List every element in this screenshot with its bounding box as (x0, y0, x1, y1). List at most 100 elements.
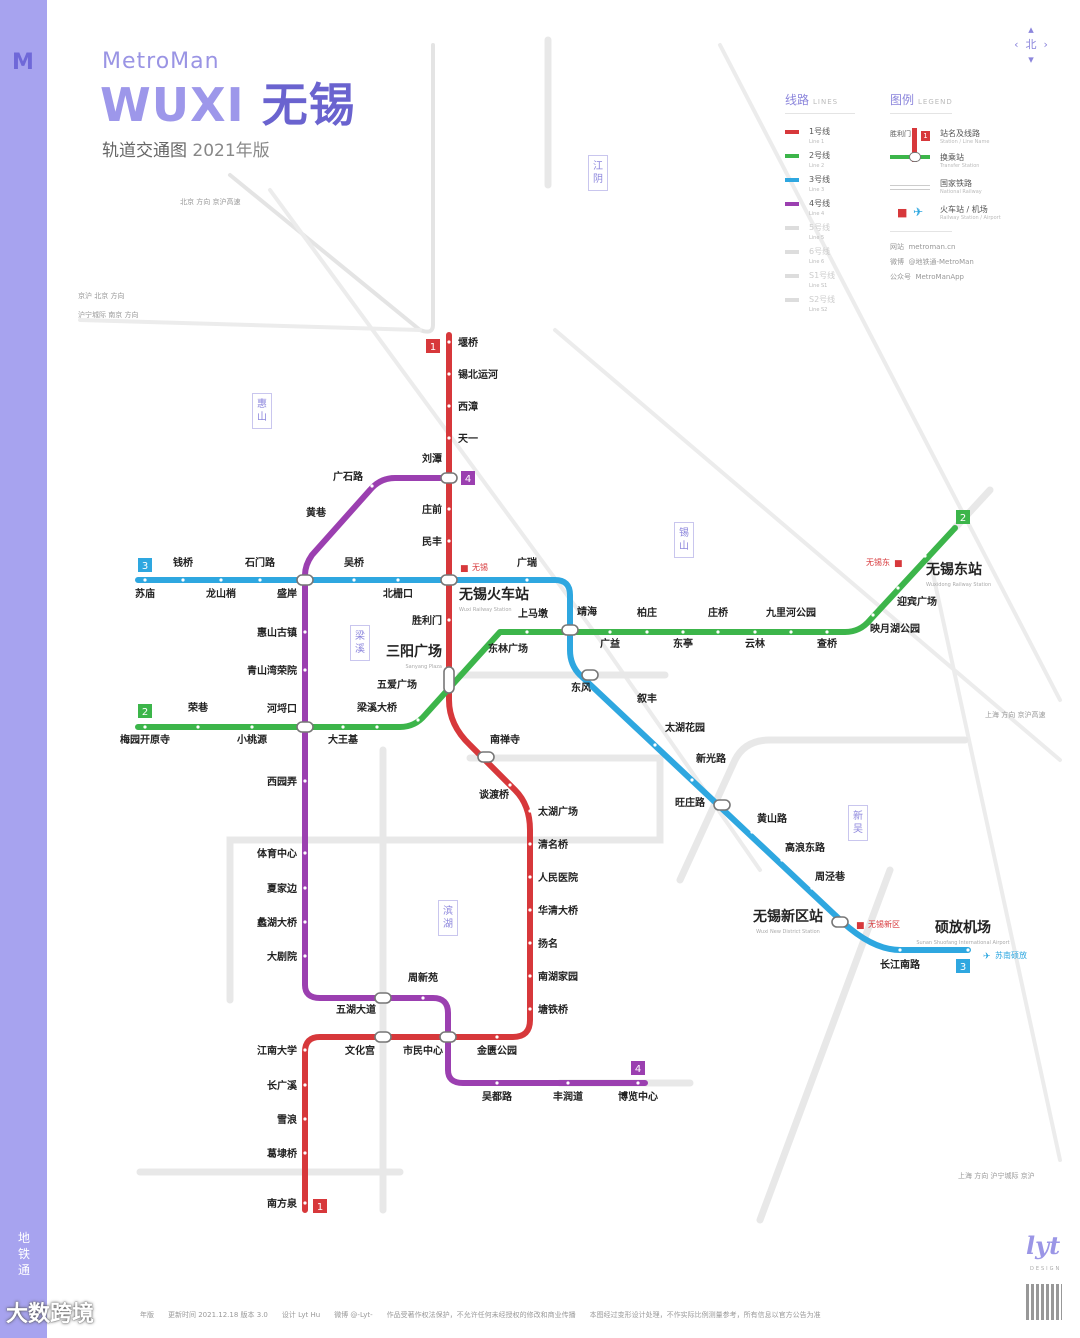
station-label[interactable]: 钱桥 (173, 556, 194, 569)
station-marker[interactable] (623, 708, 627, 712)
station-marker[interactable] (143, 725, 147, 729)
station-label[interactable]: 黄巷 (306, 506, 327, 519)
station-label[interactable]: 夏家边 (266, 882, 298, 895)
station-marker[interactable] (966, 948, 970, 952)
station-label[interactable]: 五湖大道 (336, 1003, 376, 1016)
station-marker[interactable] (753, 630, 757, 634)
station-label[interactable]: 周泾巷 (815, 870, 846, 883)
station-marker[interactable] (525, 630, 529, 634)
station-label[interactable]: 南禅寺 (490, 733, 520, 746)
station-label[interactable]: 文化宫 (345, 1044, 375, 1057)
station-label[interactable]: 江南大学 (257, 1044, 297, 1057)
station-label[interactable]: 蠡湖大桥 (257, 916, 298, 929)
interchange-marker[interactable] (439, 1031, 457, 1043)
station-label[interactable]: 周新苑 (408, 971, 438, 984)
station-label[interactable]: 大王基 (328, 733, 359, 746)
station-marker[interactable] (303, 630, 307, 634)
station-marker[interactable] (898, 948, 902, 952)
station-marker[interactable] (303, 779, 307, 783)
station-marker[interactable] (303, 1151, 307, 1155)
station-marker[interactable] (653, 743, 657, 747)
station-label[interactable]: 广石路 (333, 470, 364, 483)
station-label[interactable]: 广益 (600, 637, 620, 650)
station-marker[interactable] (421, 996, 425, 1000)
station-marker[interactable] (303, 851, 307, 855)
station-label[interactable]: 龙山梢 (205, 587, 236, 600)
station-marker[interactable] (690, 778, 694, 782)
interchange-marker[interactable] (440, 472, 458, 484)
station-label[interactable]: 云林 (745, 637, 766, 650)
station-marker[interactable] (416, 718, 420, 722)
station-label[interactable]: 大剧院 (267, 950, 297, 963)
station-label[interactable]: 广瑞 (517, 556, 537, 569)
station-label[interactable]: 无锡新区站 (752, 908, 823, 925)
interchange-marker[interactable] (443, 666, 455, 694)
station-label[interactable]: 南方泉 (267, 1197, 298, 1210)
station-marker[interactable] (810, 886, 814, 890)
station-label[interactable]: 吴都路 (482, 1090, 513, 1103)
interchange-marker[interactable] (477, 751, 495, 763)
station-label[interactable]: 雪浪 (277, 1113, 297, 1126)
weibo-link[interactable]: 微博 @地铁通-MetroMan (890, 258, 974, 266)
station-label[interactable]: 庄前 (422, 503, 442, 516)
station-marker[interactable] (303, 920, 307, 924)
interchange-marker[interactable] (561, 624, 579, 636)
station-marker[interactable] (716, 630, 720, 634)
station-label[interactable]: 荣巷 (187, 701, 209, 714)
station-marker[interactable] (181, 578, 185, 582)
station-label[interactable]: 苏庙 (135, 587, 155, 600)
station-marker[interactable] (447, 618, 451, 622)
station-marker[interactable] (303, 1201, 307, 1205)
wechat-link[interactable]: 公众号 MetroManApp (890, 273, 964, 281)
station-label[interactable]: 黄山路 (757, 812, 788, 825)
qr-code[interactable] (1026, 1284, 1062, 1320)
station-marker[interactable] (447, 404, 451, 408)
station-label[interactable]: 西漳 (458, 400, 478, 413)
station-marker[interactable] (303, 1048, 307, 1052)
station-marker[interactable] (447, 340, 451, 344)
station-label[interactable]: 梁溪大桥 (356, 701, 398, 714)
station-label[interactable]: 三阳广场 (386, 643, 442, 660)
station-label[interactable]: 体育中心 (257, 847, 297, 860)
station-marker[interactable] (528, 809, 532, 813)
station-label[interactable]: 叙丰 (636, 692, 657, 705)
station-marker[interactable] (825, 630, 829, 634)
station-label[interactable]: 扬名 (538, 937, 558, 950)
station-label[interactable]: 小桃源 (236, 733, 267, 746)
interchange-marker[interactable] (296, 721, 314, 733)
interchange-marker[interactable] (713, 799, 731, 811)
station-marker[interactable] (341, 725, 345, 729)
station-marker[interactable] (143, 578, 147, 582)
interchange-marker[interactable] (296, 574, 314, 586)
station-label[interactable]: 堰桥 (458, 336, 479, 349)
station-label[interactable]: 东风 (571, 681, 591, 694)
station-label[interactable]: 东林广场 (488, 642, 528, 655)
station-marker[interactable] (352, 578, 356, 582)
station-marker[interactable] (528, 842, 532, 846)
station-label[interactable]: 旺庄路 (675, 796, 706, 809)
station-label[interactable]: 上马墩 (518, 607, 549, 620)
station-label[interactable]: 新光路 (696, 752, 727, 765)
station-marker[interactable] (495, 1081, 499, 1085)
station-label[interactable]: 吴桥 (344, 556, 365, 569)
station-marker[interactable] (375, 725, 379, 729)
station-marker[interactable] (328, 523, 332, 527)
station-marker[interactable] (789, 630, 793, 634)
station-marker[interactable] (528, 1007, 532, 1011)
station-marker[interactable] (303, 1117, 307, 1121)
website-link[interactable]: 网站 metroman.cn (890, 243, 956, 251)
station-label[interactable]: 金匮公园 (476, 1044, 517, 1057)
station-label[interactable]: 太湖广场 (537, 805, 578, 818)
station-label[interactable]: 九里河公园 (765, 606, 816, 619)
station-label[interactable]: 东亭 (673, 637, 693, 650)
station-label[interactable]: 石门路 (244, 556, 276, 569)
station-marker[interactable] (508, 783, 512, 787)
station-marker[interactable] (447, 507, 451, 511)
station-marker[interactable] (447, 436, 451, 440)
station-label[interactable]: 映月湖公园 (870, 622, 920, 635)
station-label[interactable]: 博览中心 (618, 1090, 658, 1103)
station-label[interactable]: 查桥 (816, 637, 838, 650)
station-marker[interactable] (495, 1035, 499, 1039)
station-label[interactable]: 无锡火车站 (458, 586, 529, 603)
station-marker[interactable] (303, 668, 307, 672)
